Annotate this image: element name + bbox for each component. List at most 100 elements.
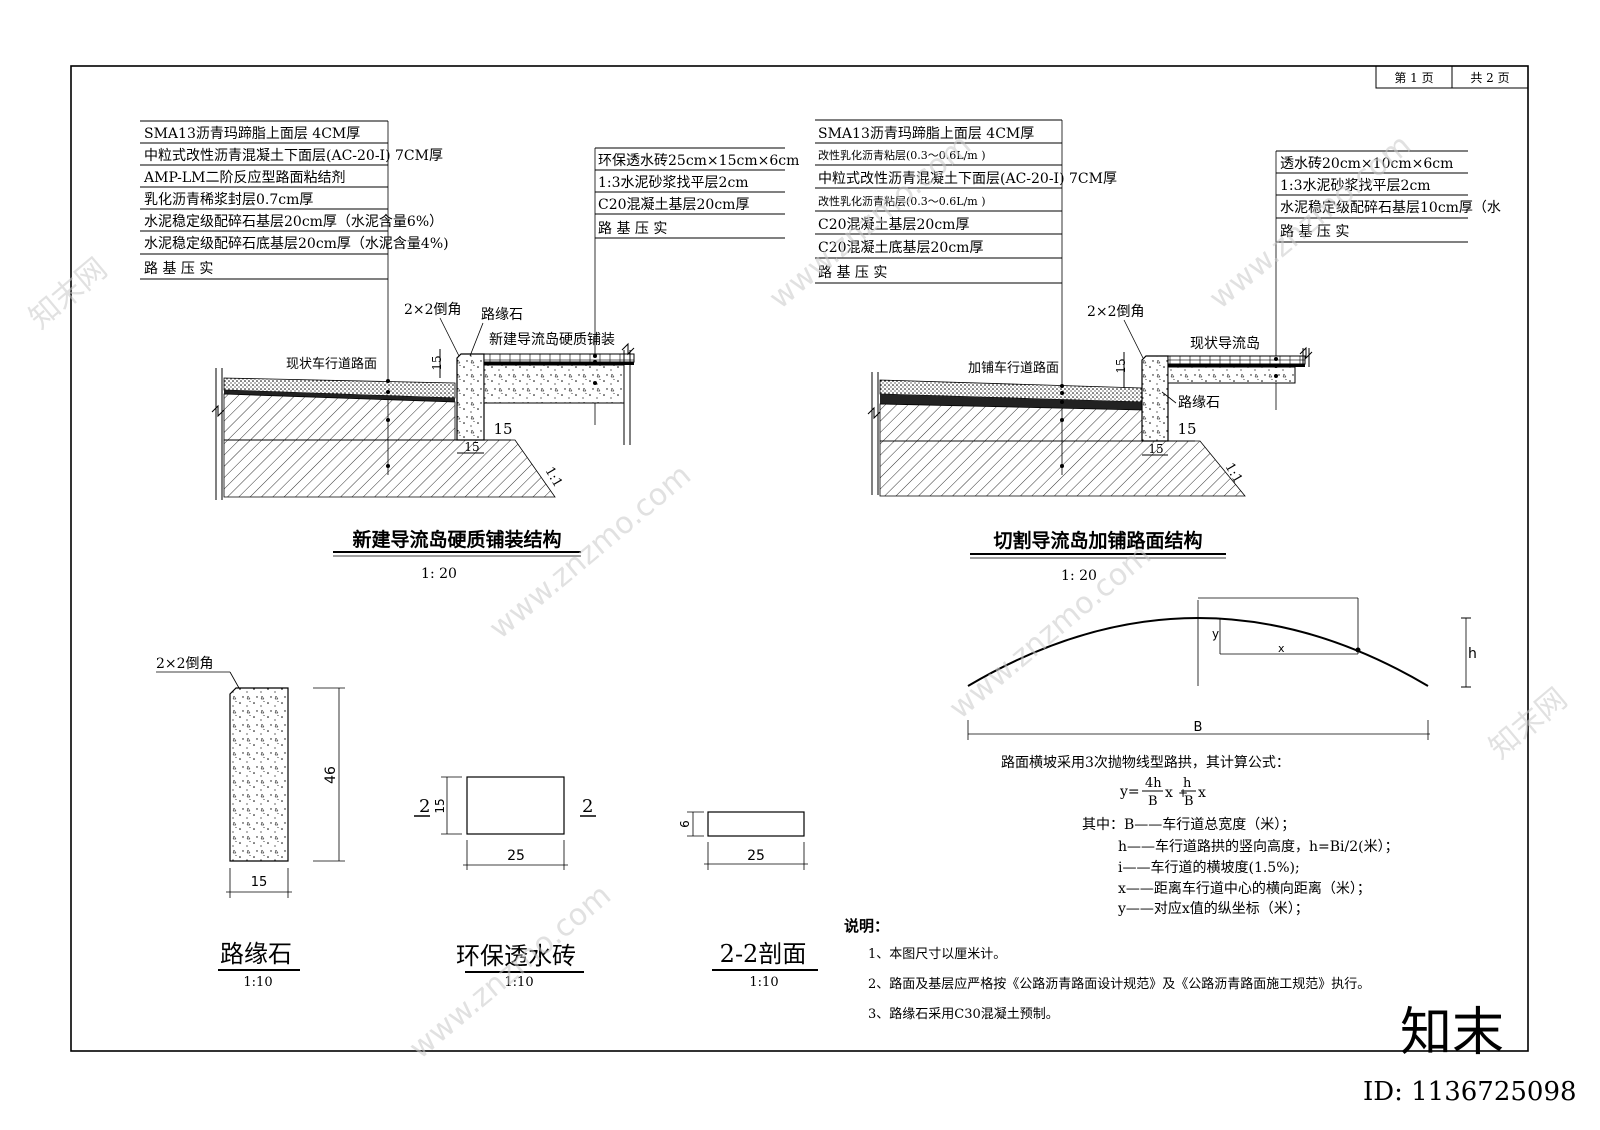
notes: 说明： 1、本图尺寸以厘米计。 2、路面及基层应严格按《公路沥青路面设计规范》及… <box>844 917 1370 1022</box>
where-b: 其中：B——车行道总宽度（米）； <box>1082 816 1295 833</box>
watermark-logo: 知末 <box>1400 1003 1504 1063</box>
right-island-label: 现状导流岛 <box>1190 336 1260 352</box>
formula-num-1: 4h <box>1145 776 1162 791</box>
right-island-table: 透水砖20cm×10cm×6cm 1:3水泥砂浆找平层2cm 水泥稳定级配碎石基… <box>1275 150 1501 410</box>
where-yy: y——对应x值的纵坐标（米）； <box>1117 900 1309 917</box>
note-1: 1、本图尺寸以厘米计。 <box>868 947 1006 962</box>
left-layer-7: 路 基 压 实 <box>144 260 213 277</box>
left-dim-15b: 15 <box>493 420 512 438</box>
formula-term-1: x <box>1165 785 1173 801</box>
formula-y: y= <box>1119 784 1140 800</box>
page-current: 第 1 页 <box>1394 71 1433 85</box>
right-layer-1: SMA13沥青玛蹄脂上面层 4CM厚 <box>818 125 1034 142</box>
right-cross-section: 15 15 15 1:1 2×2倒角 现状导流岛 路缘石 加铺车行道路面 <box>867 304 1313 497</box>
left-layer-5: 水泥稳定级配碎石基层20cm厚（水泥含量6%） <box>144 213 443 230</box>
right-dim-15c: 15 <box>1148 442 1163 456</box>
right-chamfer-label: 2×2倒角 <box>1087 304 1145 320</box>
left-curb-label: 路缘石 <box>481 307 523 323</box>
left-layer-2: 中粒式改性沥青混凝土下面层(AC-20-I) 7CM厚 <box>144 148 443 164</box>
road-crown-diagram: y x h B 路面横坡采用3次抛物线型路拱，其计算公式： y= 4h B x … <box>967 597 1477 917</box>
left-dim-15c: 15 <box>464 440 479 454</box>
left-section-scale: 1: 20 <box>421 566 457 582</box>
left-layer-6: 水泥稳定级配碎石底基层20cm厚（水泥含量4%) <box>144 235 449 252</box>
section22-width-dim: 25 <box>747 848 765 864</box>
left-island-layer-2: 1:3水泥砂浆找平层2cm <box>598 175 749 191</box>
brick-scale: 1:10 <box>504 975 533 990</box>
where-x: x——距离车行道中心的横向距离（米）； <box>1118 880 1371 897</box>
parabola-label-y: y <box>1212 627 1219 641</box>
right-island-layer-2: 1:3水泥砂浆找平层2cm <box>1280 178 1431 194</box>
curb-detail: 2×2倒角 46 15 路缘石 1:10 <box>156 656 345 990</box>
left-new-paving-label: 新建导流岛硬质铺装 <box>489 332 615 348</box>
right-curb-label: 路缘石 <box>1178 395 1220 411</box>
formula-den-2: B <box>1184 794 1194 809</box>
watermark-brand-1: 知末网 <box>23 251 114 336</box>
note-2: 2、路面及基层应严格按《公路沥青路面设计规范》及《公路沥青路面施工规范》执行。 <box>868 976 1370 992</box>
parabola-label-h: h <box>1468 646 1477 662</box>
where-h: h——车行道路拱的竖向高度，h=Bi/2(米）； <box>1118 838 1399 855</box>
right-section-scale: 1: 20 <box>1061 568 1097 584</box>
formula-num-2: h <box>1183 776 1192 791</box>
right-dim-15a: 15 <box>1114 358 1128 373</box>
watermark-id: ID: 1136725098 <box>1363 1077 1577 1107</box>
left-section-title: 新建导流岛硬质铺装结构 <box>352 528 561 551</box>
right-layer-2: 改性乳化沥青粘层(0.3～0.6L/m ) <box>818 148 986 162</box>
left-layer-1: SMA13沥青玛蹄脂上面层 4CM厚 <box>144 125 360 142</box>
watermark-text-4: www.znzmo.com <box>943 538 1158 727</box>
right-layer-7: 路 基 压 实 <box>818 264 887 281</box>
section-2-2: 6 25 2-2剖面 1:10 <box>678 811 818 990</box>
right-island-layer-1: 透水砖20cm×10cm×6cm <box>1280 156 1453 172</box>
left-chamfer-label: 2×2倒角 <box>404 302 462 318</box>
right-section: SMA13沥青玛蹄脂上面层 4CM厚 改性乳化沥青粘层(0.3～0.6L/m )… <box>815 119 1501 584</box>
parabola-label-b: B <box>1194 720 1203 735</box>
brick-height-dim: 15 <box>433 798 447 813</box>
parabola-label-x: x <box>1278 642 1285 655</box>
right-layer-4: 改性乳化沥青粘层(0.3～0.6L/m ) <box>818 194 986 208</box>
curb-height-dim: 46 <box>323 766 339 784</box>
section22-scale: 1:10 <box>749 975 778 990</box>
watermark-text-5: www.znzmo.com <box>403 878 618 1067</box>
notes-heading: 说明： <box>844 917 889 935</box>
left-island-layer-4: 路 基 压 实 <box>598 220 667 237</box>
curb-shape <box>229 687 289 862</box>
brick-detail: 15 2 2 25 环保透水砖 1:10 <box>414 776 596 990</box>
formula-intro: 路面横坡采用3次抛物线型路拱，其计算公式： <box>1001 755 1290 771</box>
brick-title: 环保透水砖 <box>456 942 576 970</box>
right-layer-6: C20混凝土底基层20cm厚 <box>818 239 983 256</box>
where-i: i——车行道的横坡度(1.5%); <box>1118 859 1300 876</box>
note-3: 3、路缘石采用C30混凝土预制。 <box>868 1006 1059 1022</box>
right-layer-3: 中粒式改性沥青混凝土下面层(AC-20-I) 7CM厚 <box>818 171 1117 187</box>
brick-mark-left: 2 <box>419 796 430 817</box>
section22-height-dim: 6 <box>678 820 692 828</box>
right-dim-15b: 15 <box>1177 420 1196 438</box>
page-total: 共 2 页 <box>1470 71 1509 85</box>
curb-width-dim: 15 <box>251 875 268 890</box>
brick-mark-right: 2 <box>582 796 593 817</box>
formula-den-1: B <box>1148 794 1158 809</box>
section22-shape <box>707 811 805 837</box>
right-island-layer-3: 水泥稳定级配碎石基层10cm厚（水 <box>1280 199 1501 216</box>
right-section-title: 切割导流岛加铺路面结构 <box>993 529 1202 552</box>
left-dim-15a: 15 <box>430 355 444 370</box>
sheet-frame <box>70 65 1529 1052</box>
left-layer-4: 乳化沥青稀浆封层0.7cm厚 <box>144 192 313 208</box>
curb-scale: 1:10 <box>243 975 272 990</box>
right-layer-5: C20混凝土基层20cm厚 <box>818 216 969 233</box>
section22-title: 2-2剖面 <box>720 940 807 968</box>
formula-term-2: x <box>1198 785 1206 801</box>
right-layer-table: SMA13沥青玛蹄脂上面层 4CM厚 改性乳化沥青粘层(0.3～0.6L/m )… <box>815 119 1117 475</box>
left-cross-section: 15 15 15 1:1 2×2倒角 路缘石 新建导流岛硬质铺装 现状车行道路面 <box>211 302 635 500</box>
brick-width-dim: 25 <box>507 848 525 864</box>
left-layer-3: AMP-LM二阶反应型路面粘结剂 <box>143 169 345 186</box>
curb-chamfer-label: 2×2倒角 <box>156 656 214 672</box>
brick-shape <box>466 776 565 835</box>
right-road-surface-label: 加铺车行道路面 <box>968 360 1059 376</box>
left-section: SMA13沥青玛蹄脂上面层 4CM厚 中粒式改性沥青混凝土下面层(AC-20-I… <box>140 120 799 582</box>
left-road-surface-label: 现状车行道路面 <box>286 356 377 372</box>
right-island-layer-4: 路 基 压 实 <box>1280 223 1349 240</box>
left-island-layer-1: 环保透水砖25cm×15cm×6cm <box>598 153 799 169</box>
left-island-layer-3: C20混凝土基层20cm厚 <box>598 196 749 213</box>
curb-title: 路缘石 <box>220 940 292 968</box>
formula-plus: + <box>1178 786 1188 800</box>
